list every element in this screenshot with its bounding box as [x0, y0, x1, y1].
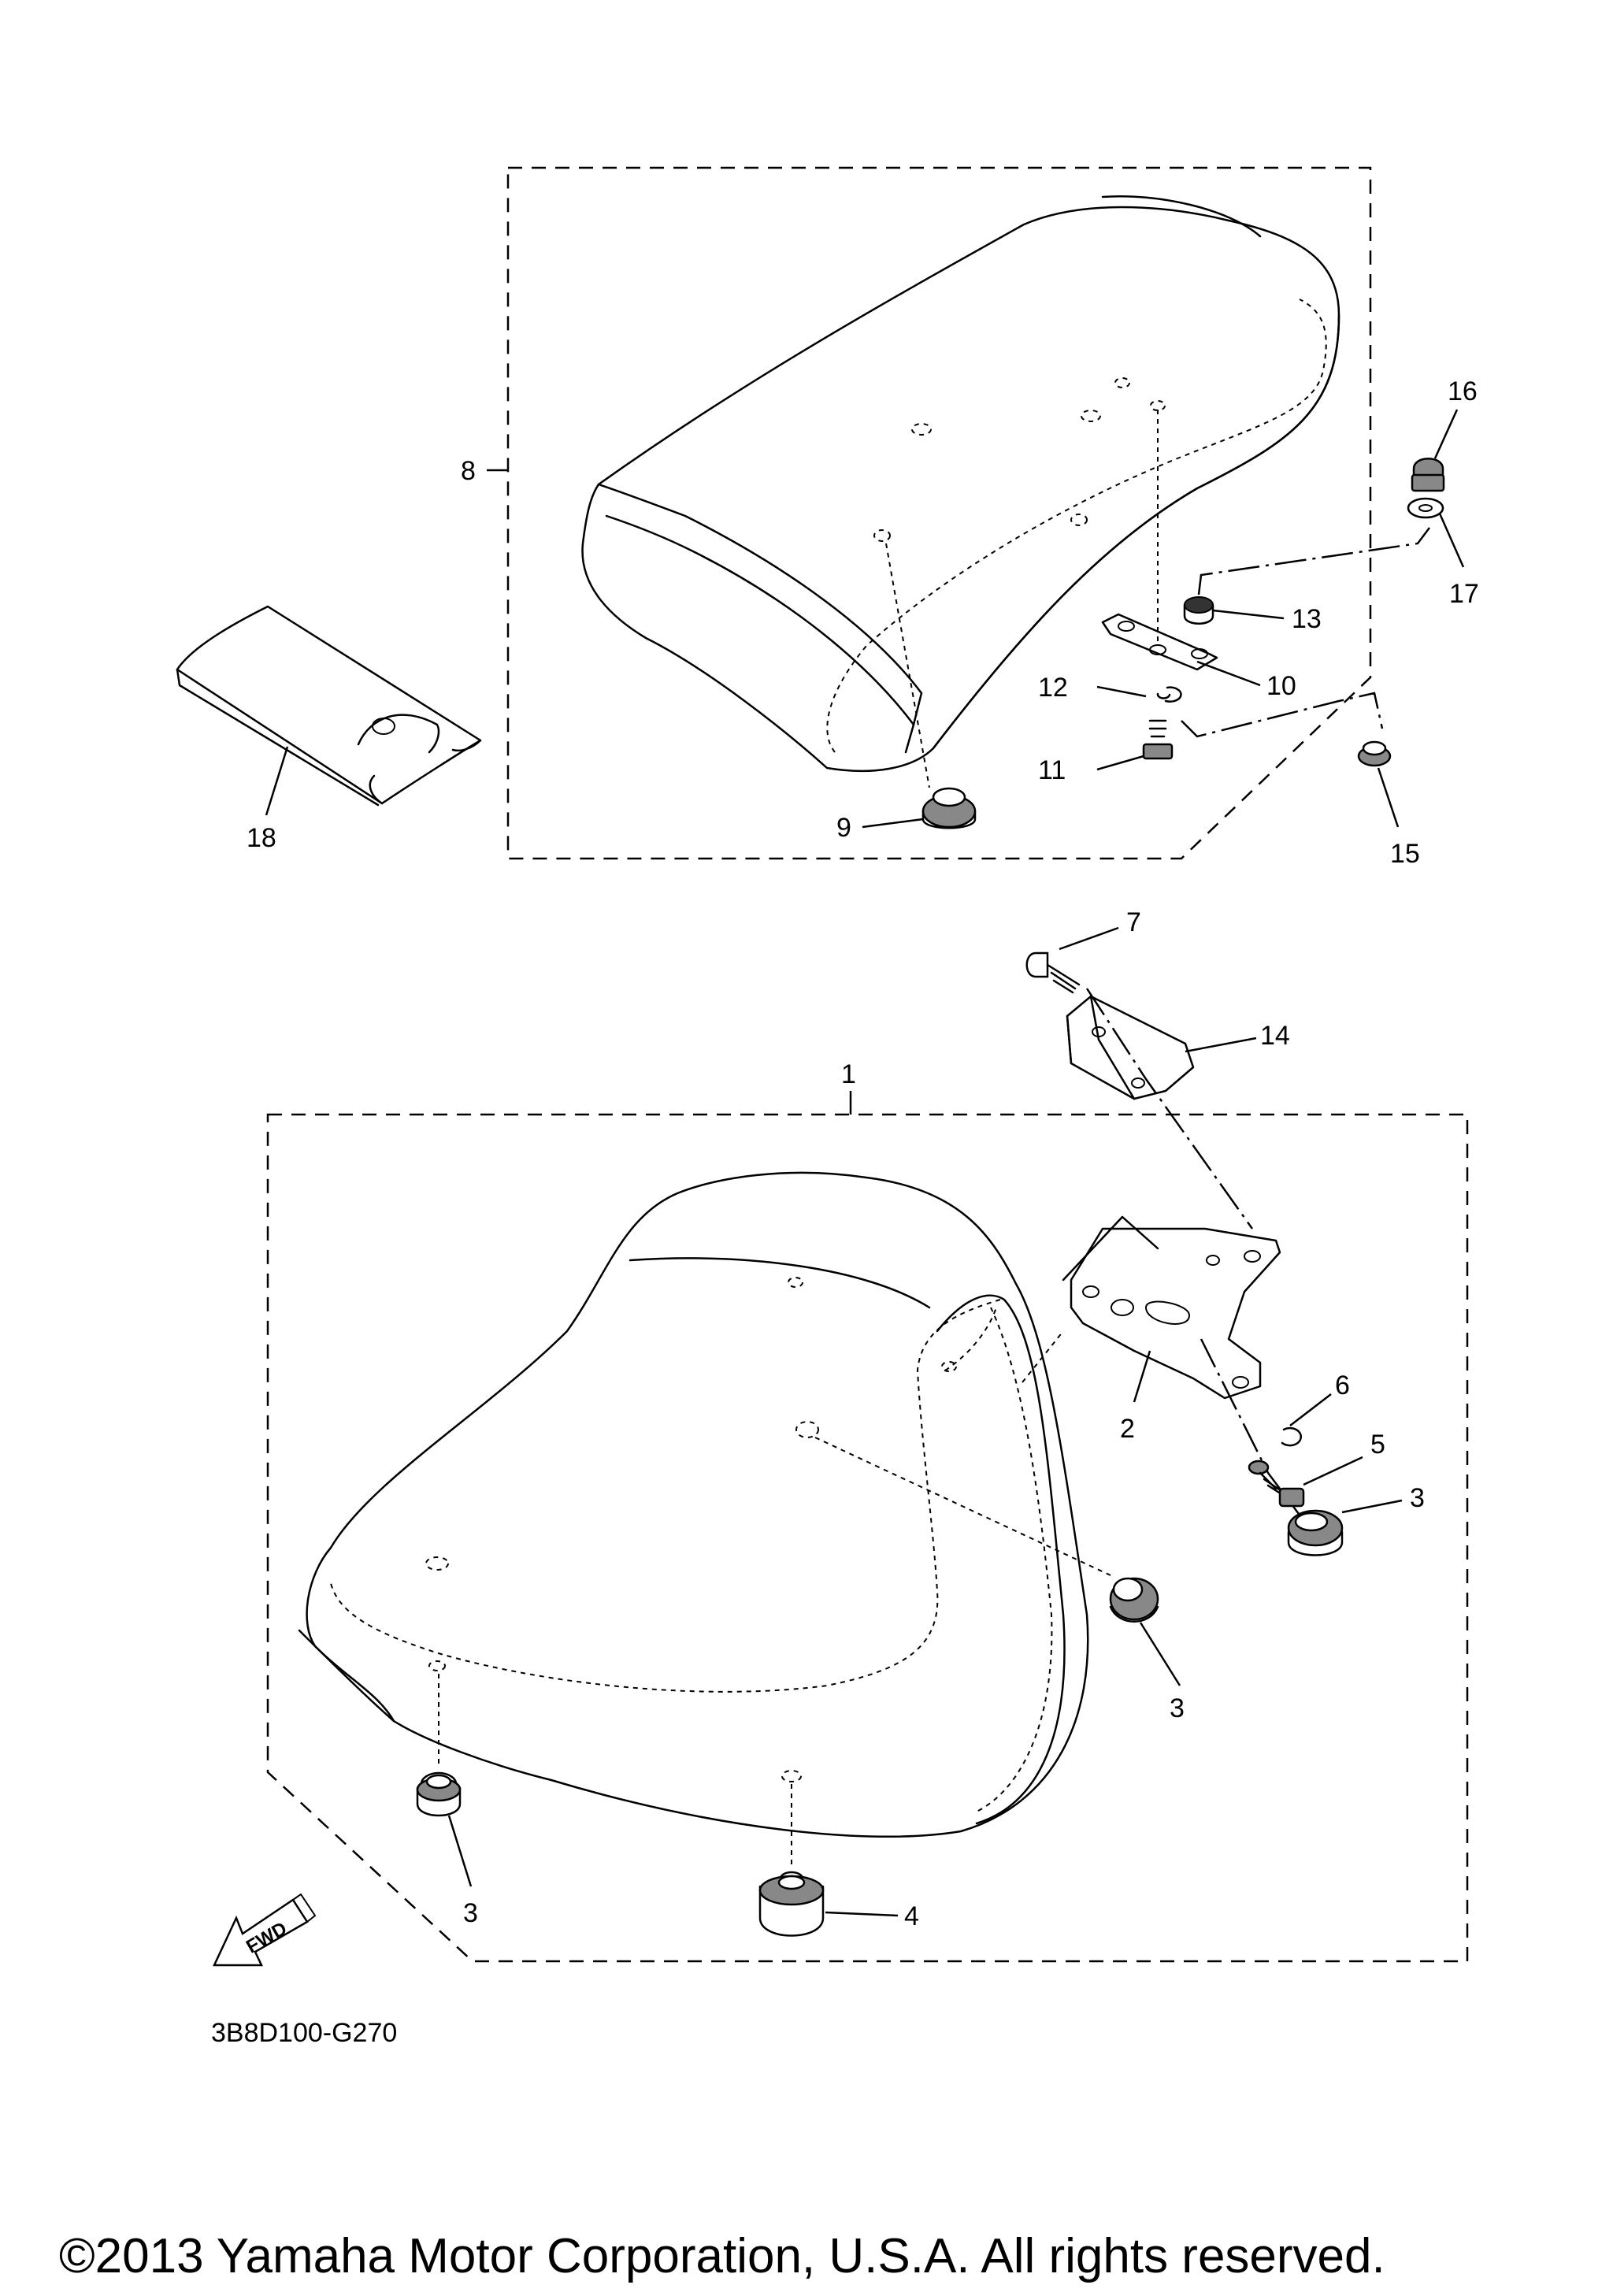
rear-seat-group-boundary	[506, 166, 1372, 860]
callout-2: 2	[1120, 1414, 1135, 1444]
diagram-code: 3B8D100-G270	[211, 2018, 397, 2048]
callout-5: 5	[1370, 1430, 1385, 1460]
callout-8: 8	[461, 456, 476, 486]
fwd-arrow-icon: FWD	[213, 1893, 317, 1967]
front-seat-group: 1 3	[266, 1059, 1469, 1963]
callout-1: 1	[841, 1059, 856, 1089]
circlip-12	[1156, 686, 1182, 703]
bolt-5	[1248, 1460, 1305, 1508]
damper-3-left	[416, 1771, 462, 1817]
callout-9: 9	[836, 813, 851, 843]
circlip-6	[1281, 1426, 1303, 1447]
bolt-11	[1142, 719, 1174, 760]
callout-7: 7	[1126, 907, 1141, 937]
copyright-notice: ©2013 Yamaha Motor Corporation, U.S.A. A…	[59, 2229, 1385, 2283]
callout-18: 18	[247, 823, 276, 853]
front-seat-group-boundary	[266, 1113, 1469, 1963]
callout-6: 6	[1335, 1371, 1350, 1400]
seat-cover-18: 18	[176, 605, 482, 853]
damper-3-right	[1287, 1509, 1344, 1556]
callout-3-center: 3	[1170, 1693, 1185, 1723]
callout-4: 4	[904, 1901, 919, 1931]
callout-17: 17	[1449, 579, 1479, 609]
callout-3-left: 3	[463, 1898, 478, 1928]
callout-3-right: 3	[1410, 1483, 1425, 1513]
rear-seat	[581, 195, 1340, 773]
damper-3-center	[1109, 1577, 1159, 1623]
washer-17	[1407, 497, 1444, 519]
bolt-7	[1025, 951, 1081, 994]
callout-15: 15	[1390, 839, 1420, 869]
callout-16: 16	[1448, 376, 1478, 406]
bracket-2	[1062, 1215, 1281, 1400]
bracket-10	[1101, 613, 1218, 671]
damper-4	[758, 1871, 825, 1937]
callout-13: 13	[1292, 604, 1322, 634]
damper-9	[921, 787, 977, 829]
callout-11: 11	[1038, 755, 1066, 785]
callout-10: 10	[1266, 671, 1296, 701]
callout-14: 14	[1260, 1021, 1290, 1051]
cap-nut-16	[1411, 458, 1445, 492]
front-seat	[298, 1171, 1089, 1838]
bracket-14	[1066, 995, 1195, 1100]
callout-12: 12	[1038, 673, 1068, 703]
grommet-13	[1183, 596, 1214, 625]
rear-seat-group: 8 9	[461, 166, 1479, 869]
nut-15	[1357, 740, 1392, 767]
